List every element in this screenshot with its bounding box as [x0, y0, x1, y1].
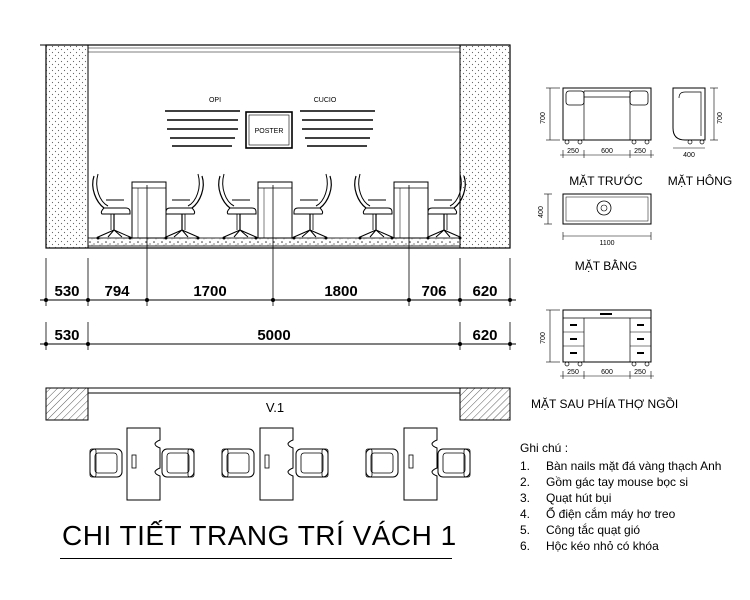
note-item: 5.Công tắc quạt gió [520, 523, 641, 537]
front-dim-2: 600 [601, 148, 613, 155]
chair-3 [218, 173, 259, 241]
table-back-view: 700 250 600 250 MẶT SAU PHÍA THỢ NGỒI [531, 309, 678, 411]
dimension-row-2-labels: 530 5000 620 [54, 327, 497, 344]
notes-panel: Ghi chú : 1.Bàn nails mặt đá vàng thạch … [520, 440, 745, 554]
chair-4 [293, 174, 332, 240]
front-view-label: MẶT TRƯỚC [569, 173, 643, 188]
sign-cucio: CUCIO [314, 97, 337, 104]
chair-1 [92, 173, 133, 241]
sign-opi: OPI [209, 97, 221, 104]
side-height: 700 [717, 112, 724, 124]
dim-706: 706 [421, 283, 446, 300]
note-item: 6.Hộc kéo nhỏ có khóa [520, 539, 659, 553]
wall-elevation [40, 44, 511, 249]
side-width: 400 [683, 152, 695, 159]
notes-heading: Ghi chú : [520, 441, 569, 455]
dimension-row-1 [40, 185, 516, 306]
dim-5000: 5000 [257, 327, 290, 344]
plan-view-label: MẶT BẰNG [575, 258, 637, 273]
dim-620: 620 [472, 283, 497, 300]
plan-chair-3 [221, 448, 255, 478]
chair-5 [354, 173, 395, 241]
chair-2 [165, 174, 204, 240]
drawing-title: CHI TIẾT TRANG TRÍ VÁCH 1 [62, 520, 457, 551]
dimension-row-1-labels: 530 794 1700 1800 706 620 [54, 283, 497, 300]
table-plan-view: 400 1100 MẶT BẰNG [538, 193, 652, 273]
dim-1800: 1800 [324, 283, 357, 300]
back-dim-3: 250 [634, 369, 646, 376]
dim-620-b: 620 [472, 327, 497, 344]
plan-chair-5 [365, 448, 399, 478]
wall-plan-section: V.1 [45, 387, 511, 421]
dim-1700: 1700 [193, 283, 226, 300]
front-dim-1: 250 [567, 148, 579, 155]
plan-chair-2 [161, 448, 195, 478]
poster-frame [245, 111, 293, 149]
plan-stations [89, 427, 471, 501]
back-dim-1: 250 [567, 369, 579, 376]
back-dim-2: 600 [601, 369, 613, 376]
plan-depth: 400 [538, 206, 545, 218]
plan-chair-6 [437, 448, 471, 478]
plan-chair-4 [295, 448, 329, 478]
dim-794: 794 [104, 283, 130, 300]
plan-chair-1 [89, 448, 123, 478]
dim-530-b: 530 [54, 327, 79, 344]
note-item: 4.Ổ điện cắm máy hơ treo [520, 507, 676, 521]
front-dim-3: 250 [634, 148, 646, 155]
table-front-view: 700 250 600 250 MẶT TRƯỚC [540, 87, 654, 188]
chair-6 [427, 174, 466, 240]
back-height: 700 [540, 332, 547, 344]
plan-width: 1100 [599, 240, 614, 247]
dimension-row-2 [40, 322, 516, 350]
note-item: 1.Bàn nails mặt đá vàng thạch Anh [520, 459, 722, 473]
notes-list: 1.Bàn nails mặt đá vàng thạch Anh 2.Gồm … [520, 458, 745, 554]
back-view-label: MẶT SAU PHÍA THỢ NGỒI [531, 396, 678, 411]
table-side-view: 700 400 MẶT HÔNG [668, 87, 732, 188]
signage-group: OPI CUCIO POSTER [165, 97, 375, 149]
plan-label-v1: V.1 [266, 400, 284, 415]
side-view-label: MẶT HÔNG [668, 173, 732, 188]
dim-530: 530 [54, 283, 79, 300]
title-underline [60, 558, 452, 559]
poster-label: POSTER [255, 128, 284, 135]
front-height: 700 [540, 112, 547, 124]
note-item: 3.Quạt hút bụi [520, 491, 612, 505]
note-item: 2.Gồm gác tay mouse bọc si [520, 475, 689, 489]
